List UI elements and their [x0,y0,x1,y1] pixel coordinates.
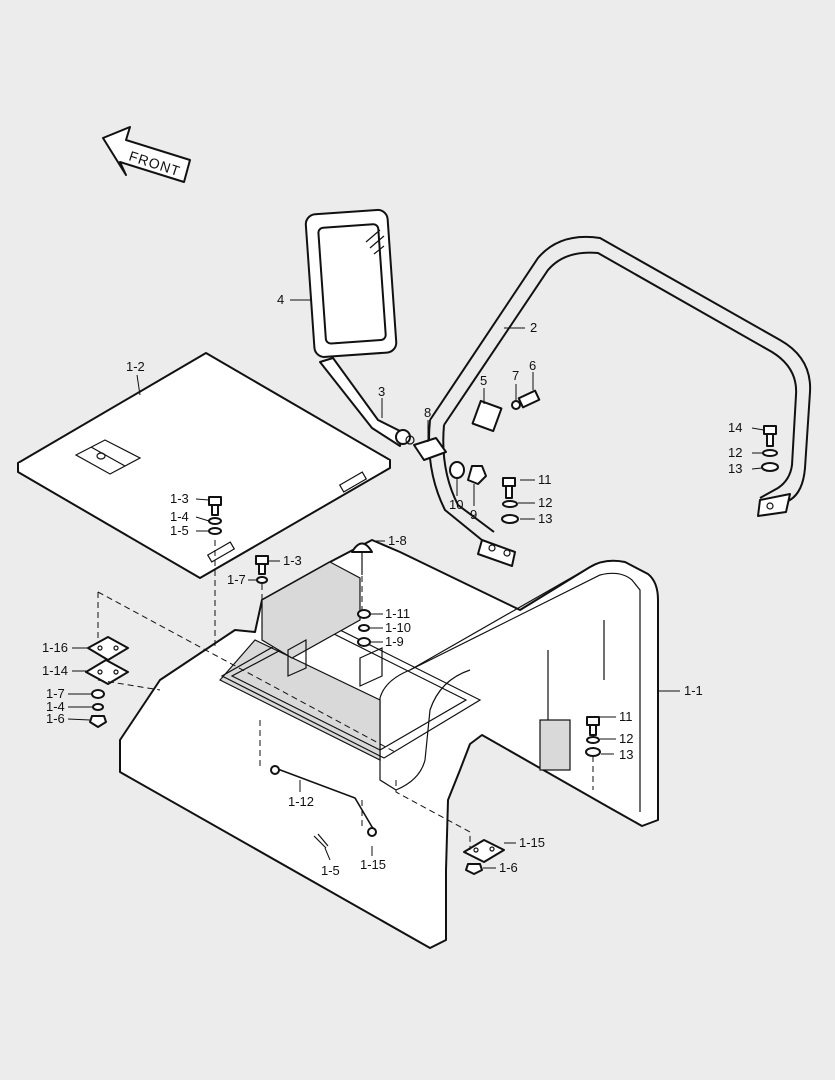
label-1-15-right: 1-15 [519,835,545,850]
part-labels: 4 2 3 5 7 6 8 10 9 11 12 13 14 12 13 1-2… [42,292,742,878]
bolt-1-3-mid-shank [258,563,266,575]
leader-lines [67,299,765,869]
cover-lid [17,352,391,579]
label-1-6-left: 1-6 [46,711,65,726]
label-1-12: 1-12 [288,794,314,809]
bolt-1-3-mid [255,555,269,565]
washer-1-11 [357,609,371,619]
label-13-upper: 13 [538,511,552,526]
pin-1-5 [313,833,329,849]
grab-rail [428,235,812,567]
label-1-1: 1-1 [684,683,703,698]
label-12-lower: 12 [619,731,633,746]
label-1-3-mid: 1-3 [283,553,302,568]
label-10: 10 [449,497,463,512]
washer-10 [449,461,465,479]
washer-1-7-mid [256,576,268,584]
nut-1-6-left [89,715,107,728]
console-body [119,539,659,949]
label-1-14: 1-14 [42,663,68,678]
plate-1-14 [85,659,129,685]
label-12-right: 12 [728,445,742,460]
label-1-6-bottom: 1-6 [499,860,518,875]
label-1-5-bottom: 1-5 [321,863,340,878]
label-11-upper: 11 [538,472,552,487]
label-8: 8 [424,405,431,420]
washer-1-10 [358,624,370,632]
label-1-7-left: 1-7 [46,686,65,701]
label-3: 3 [378,384,385,399]
washer-7 [511,400,521,410]
nut-1-9 [357,637,371,647]
label-1-8: 1-8 [388,533,407,548]
mirror [304,208,398,358]
label-1-4-lid: 1-4 [170,509,189,524]
clamp-5 [471,399,503,433]
label-1-2: 1-2 [126,359,145,374]
label-7: 7 [512,368,519,383]
nut-1-6-bottom [465,863,483,875]
label-13-right: 13 [728,461,742,476]
washer-1-4-left [92,703,104,711]
label-12-upper: 12 [538,495,552,510]
plate-1-15 [463,839,505,863]
label-5: 5 [480,373,487,388]
label-14: 14 [728,420,742,435]
label-1-4-left: 1-4 [46,699,65,714]
washer-1-7-left [91,689,105,699]
label-1-11: 1-11 [385,606,410,621]
label-1-9: 1-9 [385,634,404,649]
label-1-7-mid: 1-7 [227,572,246,587]
bolt-6 [517,389,541,409]
bolt-set-lower [585,716,601,757]
mirror-stem [319,357,415,447]
front-arrow: FRONT [102,126,191,183]
label-4: 4 [277,292,284,307]
label-1-15-bottom: 1-15 [360,857,386,872]
plate-1-16 [87,636,129,661]
label-11-lower: 11 [619,709,633,724]
label-6: 6 [529,358,536,373]
label-9: 9 [470,507,477,522]
label-1-3-lid: 1-3 [170,491,189,506]
label-13-lower: 13 [619,747,633,762]
rod-1-12 [270,765,377,837]
cap-1-8 [351,542,373,553]
label-1-5-lid: 1-5 [170,523,189,538]
bracket-8 [413,437,447,461]
nut-9 [467,465,487,485]
label-2: 2 [530,320,537,335]
label-1-16: 1-16 [42,640,68,655]
bolt-set-upper [501,477,519,524]
label-1-10: 1-10 [385,620,411,635]
bolt-set-right [761,425,779,472]
